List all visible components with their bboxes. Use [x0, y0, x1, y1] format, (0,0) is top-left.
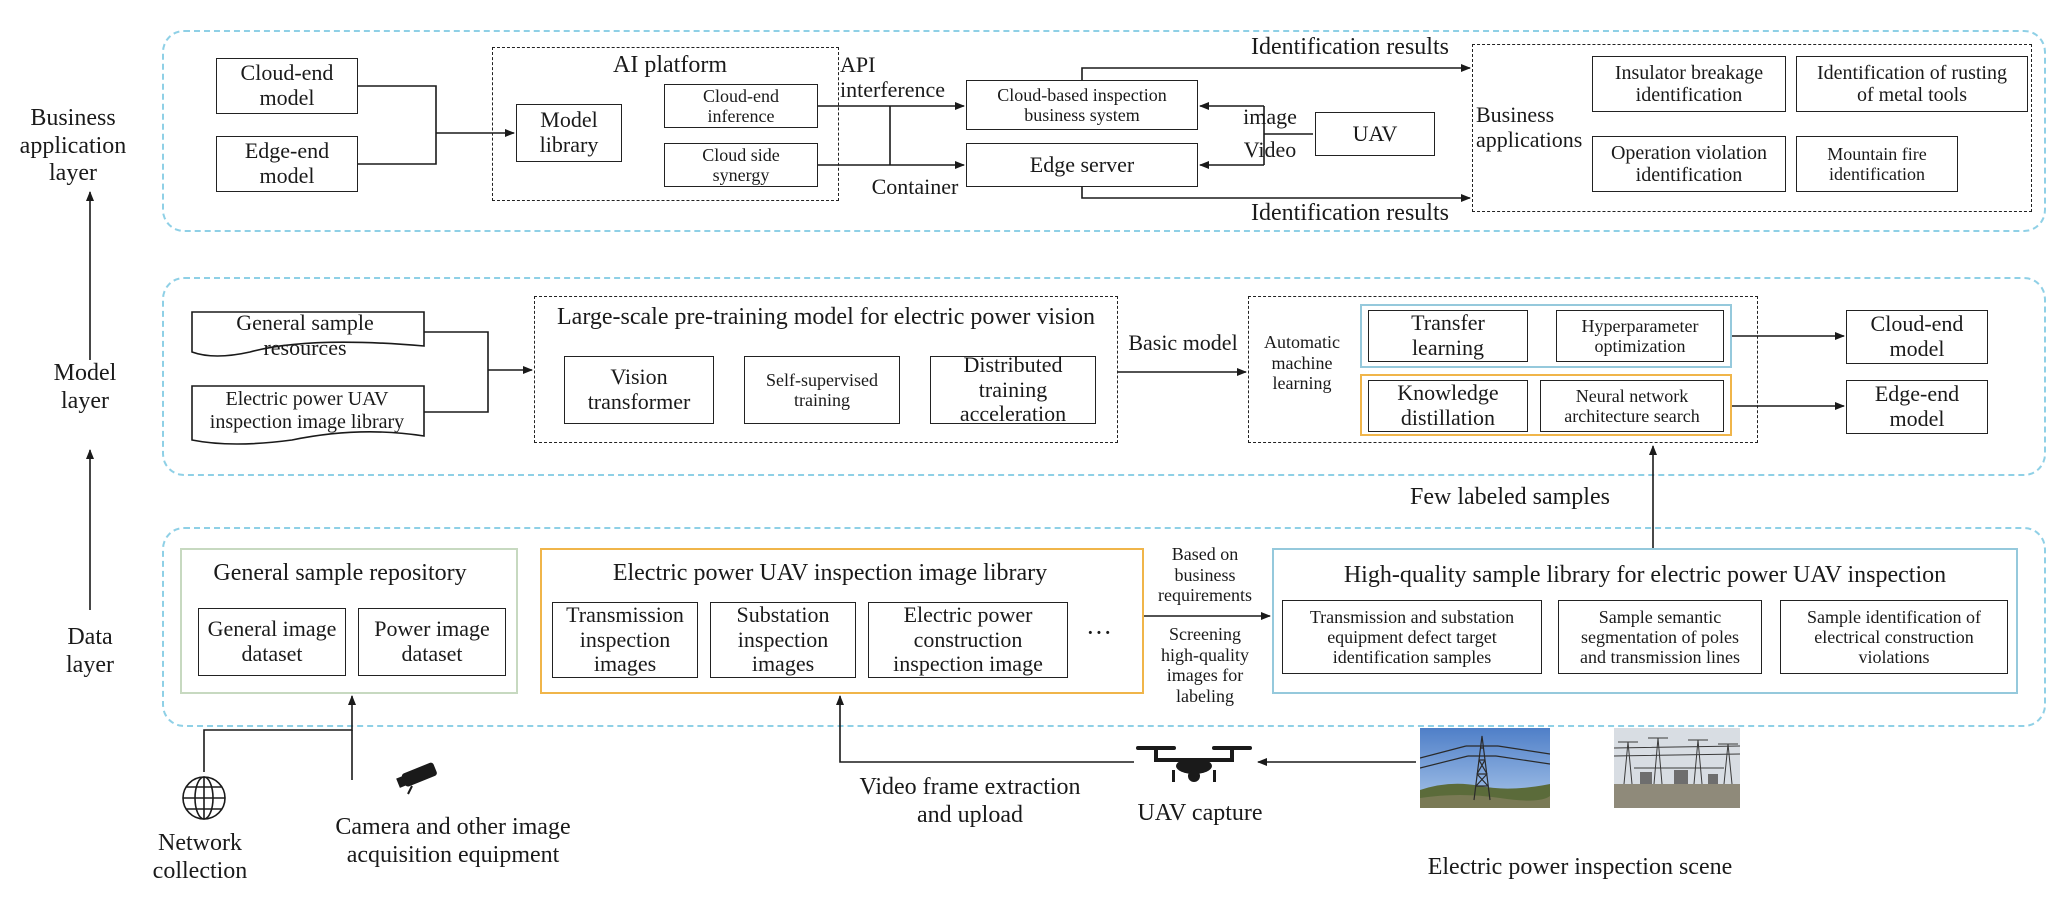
vision-transformer-box: Vision transformer — [564, 356, 714, 424]
general-sample-resources-box: General sample resources — [236, 310, 374, 361]
pretraining-frame — [534, 296, 1118, 443]
uav-image-library-source-box: Electric power UAV inspection image libr… — [209, 388, 405, 433]
cloud-side-synergy-box: Cloud side synergy — [664, 143, 818, 187]
construction-images-box: Electric power construction inspection i… — [868, 602, 1068, 678]
identification-results-top: Identification results — [1251, 34, 1449, 60]
ellipsis-label: ··· — [1086, 618, 1112, 647]
transfer-learning-box: Transfer learning — [1368, 310, 1528, 362]
uav-library-frame — [540, 548, 1144, 694]
knowledge-distillation-box: Knowledge distillation — [1368, 380, 1528, 432]
defect-samples-box: Transmission and substation equipment de… — [1282, 600, 1542, 674]
ai-platform-frame — [492, 47, 839, 201]
ai-platform-title: AI platform — [613, 52, 727, 78]
data-layer-frame — [162, 527, 2046, 727]
basic-model-label: Basic model — [1128, 330, 1238, 355]
model-layer-frame — [162, 277, 2046, 476]
screening-label: Screening high-quality images for labeli… — [1161, 624, 1249, 707]
cloud-end-inference-box: Cloud-end inference — [664, 84, 818, 128]
model-library-box: Model library — [516, 104, 622, 162]
identification-results-bottom: Identification results — [1251, 200, 1449, 226]
substation-images-box: Substation inspection images — [710, 602, 856, 678]
edge-server-box: Edge server — [966, 143, 1198, 187]
general-repo-title: General sample repository — [213, 560, 467, 586]
mountain-fire-box: Mountain fire identification — [1796, 136, 1958, 192]
uav-capture-label: UAV capture — [1137, 800, 1263, 826]
api-interference-label: API interference — [840, 52, 946, 103]
distributed-training-box: Distributed training acceleration — [930, 352, 1096, 426]
video-frame-label: Video frame extraction and upload — [859, 774, 1081, 828]
transfer-group-frame — [1360, 304, 1732, 368]
operation-violation-box: Operation violation identification — [1592, 136, 1786, 192]
cloud-end-model-box: Cloud-end model — [216, 58, 358, 114]
globe-icon — [180, 774, 228, 822]
data-layer-label: Data layer — [66, 624, 114, 678]
drone-icon — [1134, 742, 1254, 788]
container-label: Container — [871, 174, 959, 199]
uav-library-title: Electric power UAV inspection image libr… — [612, 560, 1048, 586]
hq-library-title: High-quality sample library for electric… — [1343, 562, 1947, 588]
power-image-dataset-box: Power image dataset — [358, 608, 506, 676]
general-image-dataset-box: General image dataset — [198, 608, 346, 676]
self-supervised-box: Self-supervised training — [744, 356, 900, 424]
cloud-inspection-system-box: Cloud-based inspection business system — [966, 80, 1198, 130]
business-layer-label: Business application layer — [19, 105, 127, 187]
business-applications-frame — [1472, 44, 2032, 212]
transmission-tower-photo — [1420, 728, 1550, 808]
insulator-breakage-box: Insulator breakage identification — [1592, 56, 1786, 112]
automl-label: Automatic machine learning — [1264, 332, 1340, 394]
video-label: Video — [1243, 137, 1297, 162]
semantic-segmentation-box: Sample semantic segmentation of poles an… — [1558, 600, 1762, 674]
network-collection-label: Network collection — [152, 830, 248, 884]
image-label: image — [1243, 104, 1297, 129]
uav-box: UAV — [1315, 112, 1435, 156]
nas-box: Neural network architecture search — [1540, 380, 1724, 432]
automl-frame — [1248, 296, 1758, 443]
transmission-images-box: Transmission inspection images — [552, 602, 698, 678]
substation-photo — [1614, 728, 1740, 808]
inspection-scene-label: Electric power inspection scene — [1427, 854, 1733, 880]
distillation-group-frame — [1360, 374, 1732, 436]
hyperparameter-box: Hyperparameter optimization — [1556, 310, 1724, 362]
hq-library-frame — [1272, 548, 2018, 694]
camera-icon — [384, 760, 444, 810]
pretraining-title: Large-scale pre-training model for elect… — [557, 304, 1095, 330]
violation-samples-box: Sample identification of electrical cons… — [1780, 600, 2008, 674]
business-applications-title: Business applications — [1476, 102, 1583, 153]
edge-end-model-box: Edge-end model — [216, 136, 358, 192]
model-edge-end-box: Edge-end model — [1846, 380, 1988, 434]
rusting-identification-box: Identification of rusting of metal tools — [1796, 56, 2028, 112]
based-on-requirements-label: Based on business requirements — [1158, 544, 1252, 606]
general-repo-frame — [180, 548, 518, 694]
few-labeled-samples-label: Few labeled samples — [1410, 484, 1610, 510]
business-layer-frame — [162, 30, 2046, 232]
camera-label: Camera and other image acquisition equip… — [335, 814, 571, 868]
model-cloud-end-box: Cloud-end model — [1846, 310, 1988, 364]
model-layer-label: Model layer — [53, 360, 117, 414]
